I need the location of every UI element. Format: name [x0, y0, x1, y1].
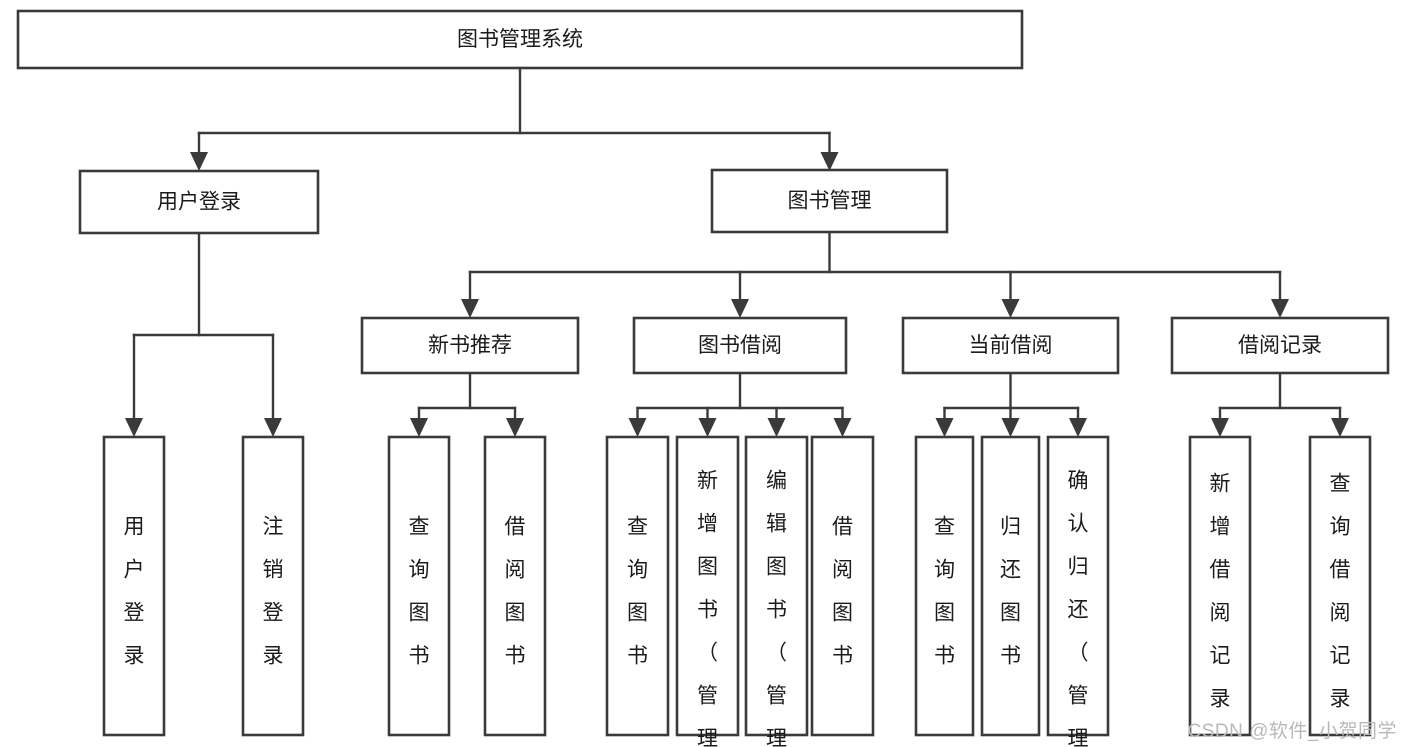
node-borrow-record-label: 借阅记录	[1238, 334, 1322, 357]
leaf-borrow-book-rec[interactable]: 借阅图书	[483, 435, 547, 737]
node-book-borrow-box	[632, 316, 848, 375]
arrow-down-icon	[190, 152, 208, 171]
node-new-book-recommend[interactable]: 新书推荐	[360, 316, 580, 375]
leaf-borrow-book-rec-box	[483, 435, 547, 737]
leaf-add-book-admin-label: 新增图书（管理员）	[697, 470, 718, 747]
leaf-query-borrow-record-label: 查询借阅记录	[1330, 473, 1351, 711]
leaf-return-book-box	[980, 435, 1041, 737]
node-system-root-label: 图书管理系统	[457, 28, 583, 51]
node-new-book-recommend-box	[360, 316, 580, 375]
leaf-user-login-box	[102, 435, 166, 737]
leaf-add-book-admin[interactable]: 新增图书（管理员）	[675, 435, 740, 747]
arrow-down-icon	[1069, 418, 1087, 437]
leaf-edit-book-admin-label: 编辑图书（管理员）	[766, 470, 787, 747]
arrow-down-icon	[820, 152, 839, 171]
leaf-add-borrow-record[interactable]: 新增借阅记录	[1188, 435, 1252, 737]
leaf-edit-book-admin-box	[744, 435, 809, 737]
leaf-query-borrow-record[interactable]: 查询借阅记录	[1308, 435, 1372, 737]
arrow-down-icon	[1271, 299, 1289, 318]
leaf-borrow-book-box	[810, 435, 875, 737]
arrow-down-icon	[410, 418, 428, 437]
leaf-logout-label: 注销登录	[263, 516, 284, 668]
leaf-add-book-admin-box	[675, 435, 740, 737]
leaf-user-login-label: 用户登录	[124, 516, 145, 668]
arrow-down-icon	[1001, 418, 1020, 437]
node-user-login[interactable]: 用户登录	[78, 169, 320, 235]
node-system-root-box	[16, 9, 1024, 70]
arrow-down-icon	[731, 299, 749, 318]
leaf-add-borrow-record-box	[1188, 435, 1252, 737]
node-book-manage[interactable]: 图书管理	[710, 168, 949, 234]
node-new-book-recommend-label: 新书推荐	[428, 334, 512, 357]
leaf-borrow-book-label: 借阅图书	[832, 516, 853, 668]
leaf-query-book-rec-box	[387, 435, 451, 737]
arrow-down-icon	[628, 418, 647, 437]
leaf-return-book-label: 归还图书	[1000, 516, 1021, 668]
node-system-root[interactable]: 图书管理系统	[16, 9, 1024, 70]
watermark-label: CSDN @软件_小贺同学	[1187, 721, 1397, 742]
leaf-edit-book-admin[interactable]: 编辑图书（管理员）	[744, 435, 809, 747]
leaf-query-book-rec[interactable]: 查询图书	[387, 435, 451, 737]
leaf-query-book-current[interactable]: 查询图书	[914, 435, 975, 737]
node-user-login-box	[78, 169, 320, 235]
arrow-down-icon	[1211, 418, 1229, 437]
leaf-logout[interactable]: 注销登录	[241, 435, 305, 737]
node-current-borrow-label: 当前借阅	[969, 334, 1053, 357]
arrow-down-icon	[833, 418, 852, 437]
arrow-down-icon	[767, 418, 786, 437]
connectors-layer	[125, 66, 1349, 437]
node-book-manage-box	[710, 168, 949, 234]
node-book-borrow[interactable]: 图书借阅	[632, 316, 848, 375]
arrow-down-icon	[125, 418, 143, 437]
leaf-confirm-return-admin-box	[1046, 435, 1110, 737]
leaf-query-book-rec-label: 查询图书	[409, 516, 430, 668]
node-book-borrow-label: 图书借阅	[698, 334, 782, 357]
arrow-down-icon	[1001, 299, 1020, 318]
arrow-down-icon	[935, 418, 954, 437]
node-borrow-record-box	[1170, 316, 1390, 375]
arrow-down-icon	[264, 418, 282, 437]
leaf-return-book[interactable]: 归还图书	[980, 435, 1041, 737]
arrow-down-icon	[698, 418, 717, 437]
leaf-query-book-current-label: 查询图书	[934, 516, 955, 668]
leaf-query-book-borrow-label: 查询图书	[627, 516, 648, 668]
leaf-confirm-return-admin-label: 确认归还（管理员）	[1068, 470, 1089, 747]
leaf-borrow-book-rec-label: 借阅图书	[505, 516, 526, 668]
node-current-borrow[interactable]: 当前借阅	[901, 316, 1120, 375]
leaf-logout-box	[241, 435, 305, 737]
arrow-down-icon	[461, 299, 479, 318]
arrow-down-icon	[506, 418, 524, 437]
leaf-query-borrow-record-box	[1308, 435, 1372, 737]
nodes-layer: 图书管理系统用户登录图书管理新书推荐图书借阅当前借阅借阅记录用户登录注销登录查询…	[16, 9, 1390, 747]
leaf-query-book-current-box	[914, 435, 975, 737]
leaf-user-login[interactable]: 用户登录	[102, 435, 166, 737]
node-borrow-record[interactable]: 借阅记录	[1170, 316, 1390, 375]
leaf-borrow-book[interactable]: 借阅图书	[810, 435, 875, 737]
leaf-query-book-borrow-box	[605, 435, 670, 737]
node-user-login-label: 用户登录	[157, 191, 241, 214]
leaf-query-book-borrow[interactable]: 查询图书	[605, 435, 670, 737]
node-book-manage-label: 图书管理	[788, 190, 872, 213]
leaf-add-borrow-record-label: 新增借阅记录	[1210, 473, 1231, 711]
leaf-confirm-return-admin[interactable]: 确认归还（管理员）	[1046, 435, 1110, 747]
arrow-down-icon	[1331, 418, 1349, 437]
node-current-borrow-box	[901, 316, 1120, 375]
